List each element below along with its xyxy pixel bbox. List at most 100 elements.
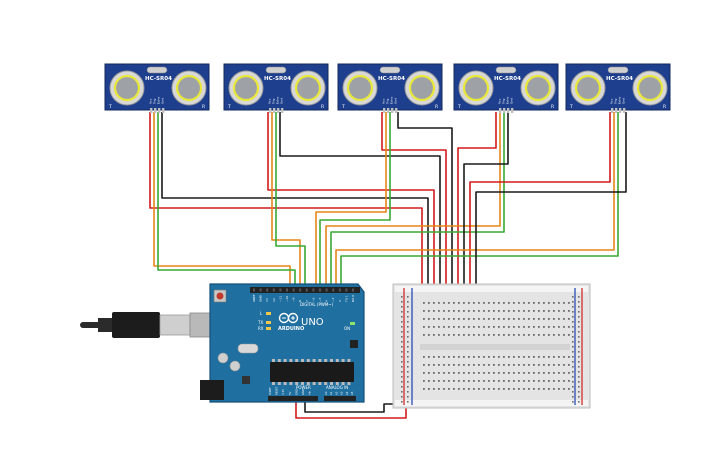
digital-pin (325, 288, 328, 292)
power-label: POWER (296, 385, 311, 390)
sensor-crystal (265, 66, 287, 74)
sensor-pin-label: Vcc (382, 98, 386, 104)
capacitor (229, 360, 241, 372)
digital-label: DIGITAL (PWM~) (300, 302, 334, 307)
rail-top (395, 286, 588, 292)
power-pin-label: Vin (308, 391, 312, 395)
microcontroller-chip (270, 362, 354, 382)
crystal (237, 343, 259, 354)
sensor-pin-label: Vcc (610, 98, 614, 104)
wire-s2-trig (271, 112, 301, 292)
sensor-pin (611, 108, 614, 113)
sensor-pin (383, 108, 386, 113)
wire-s3-vcc (381, 112, 447, 296)
sensor-side-left: T (108, 104, 112, 110)
usb-cable-strain (98, 318, 114, 332)
digital-pin-label: 13 (265, 298, 269, 302)
wire-s4-echo (330, 112, 505, 292)
sensor-side-left: T (341, 104, 345, 110)
wires (149, 112, 627, 419)
digital-pin-label: 4 (325, 300, 329, 302)
power-jack (200, 380, 224, 400)
wire-s5-gnd (475, 112, 627, 296)
digital-pin-label: 2 (338, 300, 342, 302)
sensor-pin (273, 108, 276, 113)
digital-pin (319, 288, 321, 292)
sensor-pin-label: Trig (272, 99, 276, 105)
digital-pin-label: ~6 (311, 297, 315, 302)
led-label-tx: TX (257, 320, 263, 325)
usb-cable-end (80, 322, 102, 328)
usb-plug-metal (159, 314, 191, 336)
sensor-model-label: HC-SR04 (264, 76, 291, 82)
digital-pin (312, 288, 315, 292)
power-pin-label: GND (301, 389, 305, 395)
power-pin-label: 5V (288, 391, 292, 395)
power-pin-label: IOREF (268, 387, 272, 395)
wire-s2-vcc (267, 112, 435, 296)
digital-pin (259, 288, 262, 292)
digital-pin-label: TX 1 (344, 295, 348, 303)
digital-pin (292, 288, 295, 292)
analog-label: ANALOG IN (326, 385, 348, 390)
breadboard-gap (420, 344, 570, 350)
sensor-pin-label: Echo (157, 97, 161, 104)
sensor-crystal (495, 66, 517, 74)
wire-s3-trig (315, 112, 387, 292)
sensor-pin (619, 108, 622, 113)
wire-s5-vcc (469, 112, 611, 296)
sensor-pin (154, 108, 157, 113)
sensor-side-right: R (435, 104, 438, 110)
power-pin-label: RESET (275, 386, 279, 395)
led-on (350, 322, 355, 325)
wire-s1-vcc (149, 112, 423, 296)
reset-button-cap[interactable] (216, 292, 224, 300)
sensor-pin (277, 108, 280, 113)
usb-plug-body (112, 312, 160, 338)
receiver-icon (404, 70, 440, 106)
transmitter-icon (458, 70, 494, 106)
digital-pin-label: 12 (272, 298, 276, 302)
power-header (268, 396, 318, 401)
digital-pin (286, 288, 288, 292)
sensor-side-left: T (457, 104, 461, 110)
digital-pin-label: AREF (252, 294, 256, 302)
led-rx (266, 327, 271, 330)
arduino-brand: ARDUINO (278, 326, 304, 332)
digital-pin (305, 288, 308, 292)
sensor-pin-label: Vcc (149, 98, 153, 104)
rail-bottom (395, 400, 588, 406)
sensor-side-right: R (321, 104, 324, 110)
digital-pin (272, 288, 275, 292)
digital-pin-label: 7 (305, 300, 309, 302)
breadboard-holes (401, 296, 580, 403)
sensor-pin-label: Echo (506, 97, 510, 104)
digital-pin-label: GND (259, 294, 263, 302)
regulator (242, 376, 250, 384)
wire-s5-trig (335, 112, 615, 292)
analog-pin-label: A2 (334, 391, 338, 395)
transmitter-icon (109, 70, 145, 106)
digital-pin-label: 8 (298, 300, 302, 302)
sensor-crystal (379, 66, 401, 74)
sensor-pin-label: Echo (618, 97, 622, 104)
sensor-pin (503, 108, 506, 113)
analog-pin-label: A3 (340, 391, 344, 395)
receiver-icon (290, 70, 326, 106)
arduino-logo (278, 312, 299, 324)
sensor-pin (615, 108, 618, 113)
led-label-rx: RX (258, 326, 264, 331)
sensor-pin-label: Trig (614, 99, 618, 105)
analog-header (324, 396, 356, 401)
analog-pin-label: A4 (345, 391, 349, 395)
sensor-pin-label: Gnd (622, 98, 626, 104)
sensor-side-right: R (551, 104, 554, 110)
receiver-icon (520, 70, 556, 106)
icsp-header (350, 340, 358, 348)
power-pin-label: GND (294, 389, 298, 395)
